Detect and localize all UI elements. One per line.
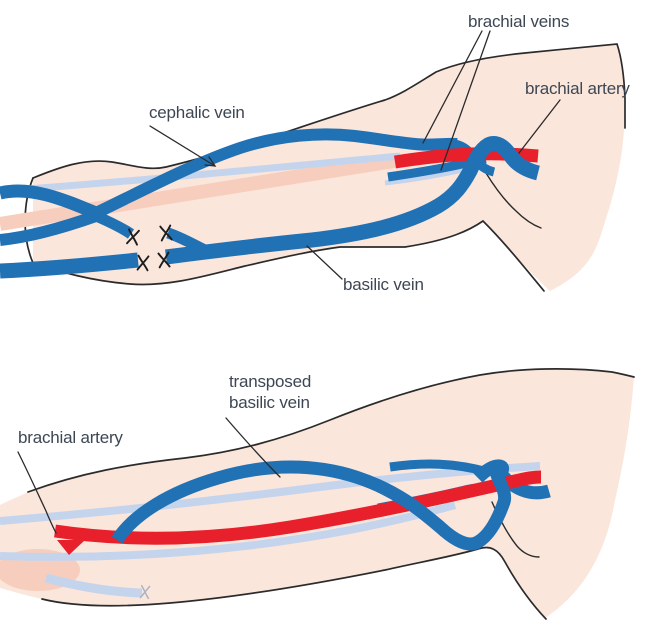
anastomosis-notch (57, 540, 85, 555)
leader-cephalic-arrowhead (204, 156, 217, 167)
leader-brachial-veins-2 (440, 30, 491, 171)
ligature-x-icon (159, 224, 173, 242)
ligature-x-icon (126, 228, 140, 246)
leader-cephalic-vein (149, 125, 216, 167)
elbow-crease-line (485, 172, 542, 229)
forearm-vein-upper-branch (0, 184, 99, 220)
label-transposed-basilic-vein: transposed basilic vein (229, 371, 311, 413)
leader-basilic-vein (306, 245, 343, 280)
panel-post-transposition (0, 368, 635, 620)
label-brachial-artery-top: brachial artery (525, 79, 630, 98)
leader-lines-top (149, 30, 561, 280)
divided-forearm-vein (44, 573, 143, 598)
leader-brachial-artery (518, 99, 561, 154)
label-basilic-vein: basilic vein (343, 275, 424, 294)
ligature-marks (126, 224, 173, 272)
deep-artery-band (0, 153, 402, 231)
faint-ligature-x-icon (139, 584, 151, 600)
label-brachial-artery-bottom: brachial artery (18, 428, 123, 447)
ligature-x-icon (157, 251, 171, 269)
leader-transposed-basilic (225, 417, 281, 478)
basilic-vein-distal-segment (0, 252, 139, 279)
leader-brachial-veins-1 (422, 30, 483, 144)
transposed-basilic-vein-peak (473, 459, 510, 483)
label-transposed-line2: basilic vein (229, 393, 310, 412)
label-cephalic-vein: cephalic vein (149, 103, 245, 122)
panel-pre-transposition (0, 30, 626, 292)
brachial-artery (54, 470, 542, 545)
cephalic-vein (89, 128, 458, 221)
ligature-x-icon (136, 254, 150, 272)
basilic-vein (165, 136, 541, 265)
leader-lines-bottom (17, 417, 281, 534)
leader-brachial-artery (17, 451, 57, 534)
forearm-vein-lower-branch (0, 210, 98, 246)
deep-vein-band (0, 152, 401, 195)
label-brachial-veins: brachial veins (468, 12, 570, 31)
arm-outline (24, 43, 626, 292)
label-transposed-line1: transposed (229, 372, 312, 391)
brachial-artery (394, 147, 539, 169)
transposed-basilic-vein (111, 460, 512, 551)
